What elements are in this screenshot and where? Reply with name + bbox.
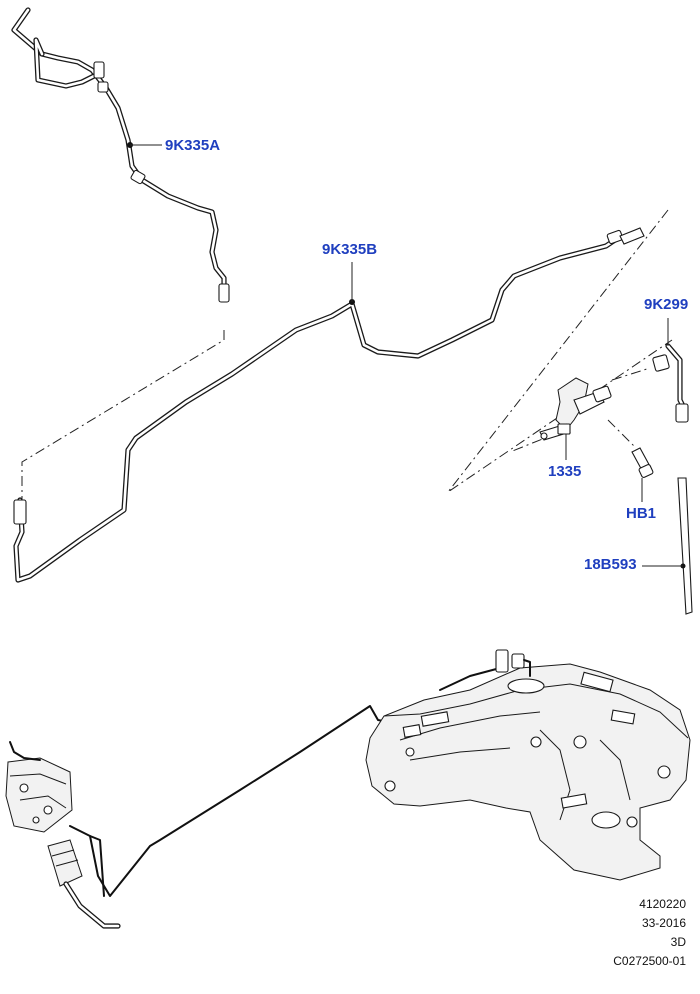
- connection-dashline: [21, 330, 225, 500]
- sleeve-icon: [130, 169, 146, 185]
- fuel-pipe-9k335b: [13, 227, 645, 583]
- bolt-hb1: [631, 447, 654, 502]
- callout-9k299: 9K299: [644, 296, 689, 313]
- hose-18b593: [642, 477, 693, 615]
- callout-1335: 1335: [548, 463, 582, 480]
- installed-view: [5, 649, 691, 929]
- part-dashline: [607, 419, 637, 449]
- ref-code-2: 33-2016: [641, 916, 686, 930]
- pipe-end-icon: [218, 283, 230, 303]
- ref-code-1: 4120220: [639, 897, 686, 911]
- pipe-clip-icon: [606, 229, 624, 245]
- sensor-assembly-1335: [539, 377, 612, 460]
- part-dashline: [611, 367, 651, 381]
- ref-code-4: C0272500-01: [613, 954, 686, 968]
- pipe-end-fitting-icon: [619, 227, 645, 245]
- callout-9k335a: 9K335A: [165, 137, 221, 154]
- clip-icon: [93, 61, 105, 79]
- fuel-pipe-9k335a: [11, 7, 230, 303]
- reference-codes: 4120220 33-2016 3D C0272500-01: [613, 895, 686, 971]
- connector-icon: [97, 81, 109, 93]
- ref-code-3: 3D: [670, 935, 686, 949]
- quick-connector-icon: [13, 499, 27, 525]
- callout-18b593: 18B593: [584, 556, 637, 573]
- callout-hb1: HB1: [626, 505, 657, 522]
- callout-9k335b: 9K335B: [322, 241, 378, 258]
- connector-9k299: [652, 318, 689, 423]
